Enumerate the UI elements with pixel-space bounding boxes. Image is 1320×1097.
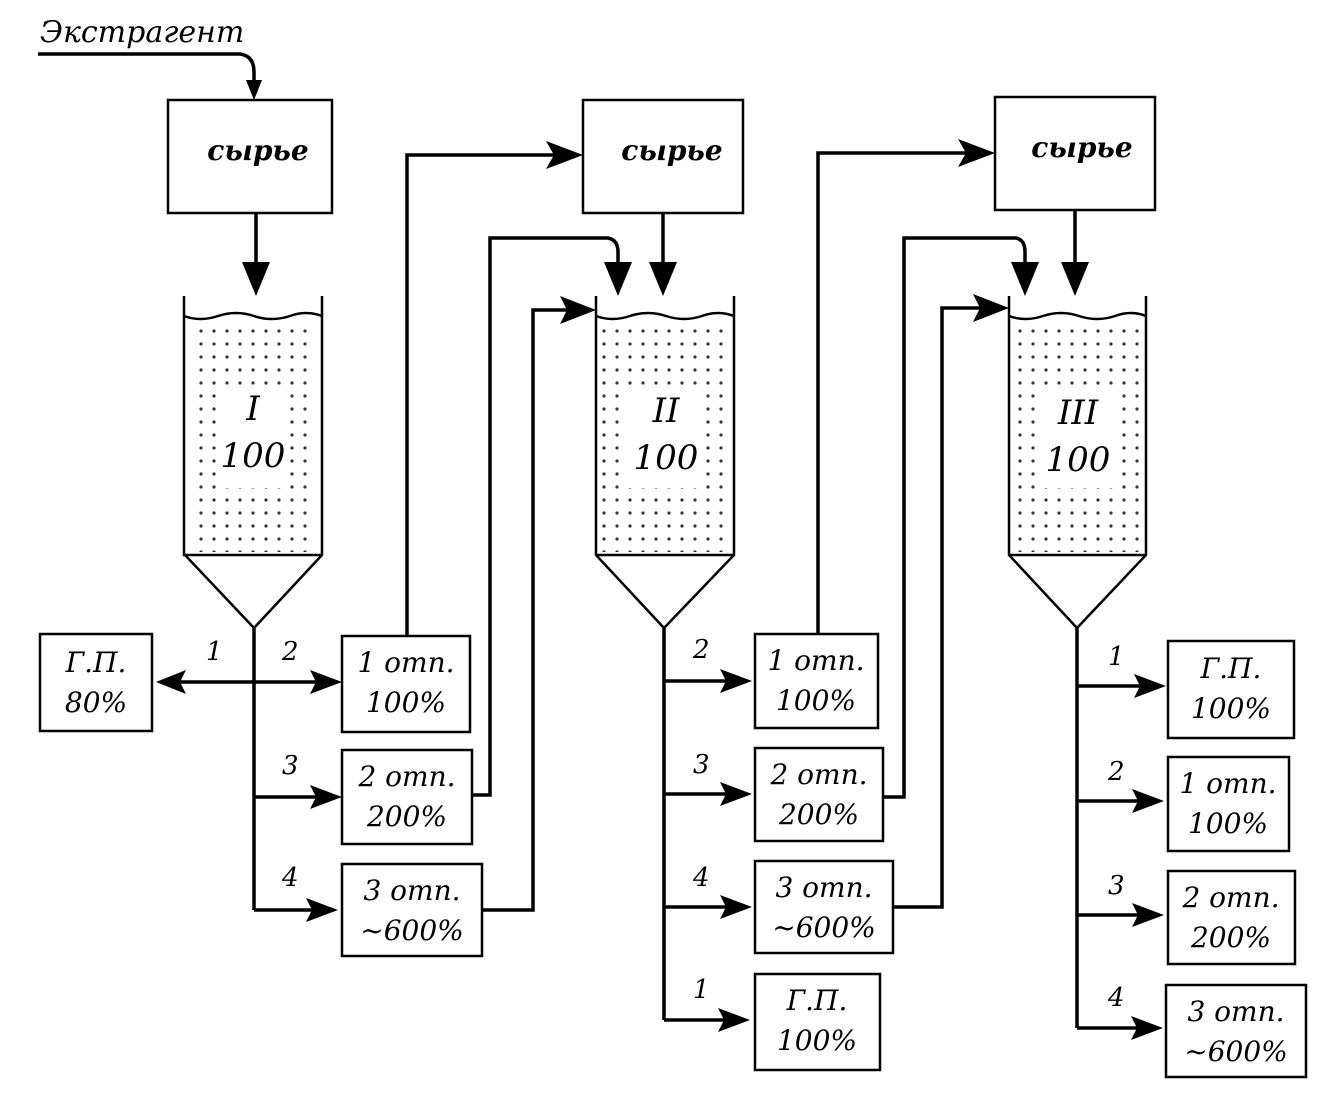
vessel-2-roman: II [652,391,680,431]
svg-text:100%: 100% [366,686,446,719]
vessel-3-outputs [1075,628,1166,1040]
svg-text:1 отп.: 1 отп. [1179,767,1276,800]
v1-box-otp1: 1 отп. 100% [340,634,472,734]
v3-box-otp1: 1 отп. 100% [1166,755,1291,853]
svg-text:3 отп.: 3 отп. [775,871,872,904]
svg-text:~600%: ~600% [772,911,876,944]
raw-label-1: сырье [207,134,308,167]
svg-text:2 отп.: 2 отп. [357,760,455,793]
v3-box-otp2: 2 отп. 200% [1166,869,1297,966]
recycle-v2-to-v3 [816,139,1039,909]
v3-box-gp: Г.П. 100% [1166,639,1296,740]
v1-box-otp2: 2 отп. 200% [340,748,474,846]
v3-out-num-2: 2 [1107,757,1125,787]
svg-text:100%: 100% [777,1024,857,1057]
v1-out-num-4: 4 [281,863,299,893]
svg-text:Г.П.: Г.П. [65,646,127,679]
vessel-3: III 100 [1007,296,1148,630]
raw-label-3: сырье [1031,131,1132,164]
extragent-line [38,52,256,92]
v1-box-otp3: 3 отп. ~600% [340,862,484,958]
vessel-3-value: 100 [1046,440,1111,480]
vessel-1-outputs [156,628,342,922]
svg-text:100%: 100% [776,684,856,717]
v2-box-otp2: 2 отп. 200% [753,746,885,843]
extragent-arrowhead [246,80,262,100]
svg-text:200%: 200% [1190,921,1271,954]
raw-box-3: сырье [993,95,1157,212]
svg-text:2 отп.: 2 отп. [1181,881,1279,914]
svg-text:80%: 80% [65,686,127,719]
svg-text:100%: 100% [1191,692,1271,725]
v1-out-num-2: 2 [281,637,299,667]
vessel-2-outputs [662,628,752,1032]
vessel-1-roman: I [245,389,260,429]
svg-text:100%: 100% [1188,807,1268,840]
v3-out-num-3: 3 [1108,871,1125,901]
svg-text:200%: 200% [366,800,447,833]
v2-out-num-2: 2 [692,635,710,665]
extragent-label: Экстрагент [40,15,244,50]
v1-out-num-3: 3 [282,751,299,781]
svg-text:~600%: ~600% [360,914,464,947]
v1-out-num-1: 1 [206,637,223,667]
raw-to-vessel-arrows [242,210,1089,296]
v3-box-otp3: 3 отп. ~600% [1164,983,1308,1079]
svg-text:1 отп.: 1 отп. [357,646,454,679]
vessel-1: I 100 [182,296,324,630]
raw-box-2: сырье [581,98,745,215]
raw-label-2: сырье [621,134,722,167]
raw-box-1: сырье [166,98,334,215]
vessel-2: II 100 [594,296,736,630]
vessel-2-value: 100 [634,438,699,478]
v2-out-num-1: 1 [693,975,710,1005]
v2-box-gp: Г.П. 100% [753,972,882,1072]
vessel-1-value: 100 [221,436,286,476]
v1-box-gp: Г.П. 80% [38,632,154,733]
svg-text:Г.П.: Г.П. [786,984,848,1017]
svg-text:2 отп.: 2 отп. [769,758,867,791]
svg-text:3 отп.: 3 отп. [363,874,460,907]
recycle-v1-to-v2 [405,141,632,912]
v2-out-num-4: 4 [692,863,710,893]
svg-text:Г.П.: Г.П. [1200,652,1262,685]
svg-text:200%: 200% [778,798,859,831]
svg-text:3 отп.: 3 отп. [1187,995,1284,1028]
svg-text:1 отп.: 1 отп. [767,644,864,677]
vessel-3-roman: III [1057,393,1099,433]
svg-text:~600%: ~600% [1184,1035,1288,1068]
v3-out-num-4: 4 [1107,983,1125,1013]
v2-box-otp1: 1 отп. 100% [753,632,880,730]
v2-box-otp3: 3 отп. ~600% [753,859,895,955]
v3-out-num-1: 1 [1108,642,1125,672]
v2-out-num-3: 3 [693,750,710,780]
